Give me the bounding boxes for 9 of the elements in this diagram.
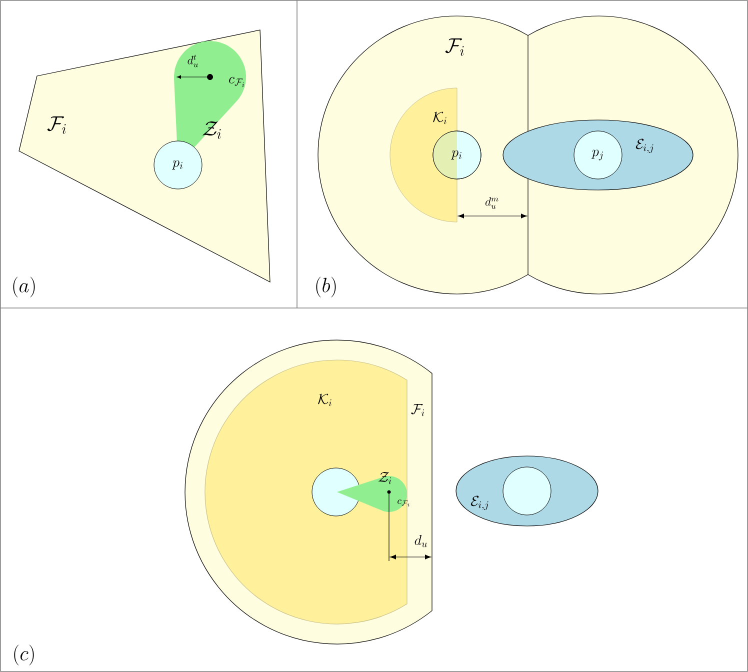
panel-label: $(c)$ (14, 644, 34, 666)
dimension-label: $d_u^t$ (188, 54, 198, 68)
dimension-label: $d_u$ (414, 534, 427, 548)
point-label: $c_{\mathcal{F}_i}$ (229, 76, 244, 87)
panel-label: $(b)$ (316, 276, 336, 298)
circle (502, 466, 552, 516)
point-label: $c_{\mathcal{F}_i}$ (398, 500, 410, 506)
circle (312, 468, 360, 516)
dimension-label: $d_u^m$ (485, 197, 498, 209)
